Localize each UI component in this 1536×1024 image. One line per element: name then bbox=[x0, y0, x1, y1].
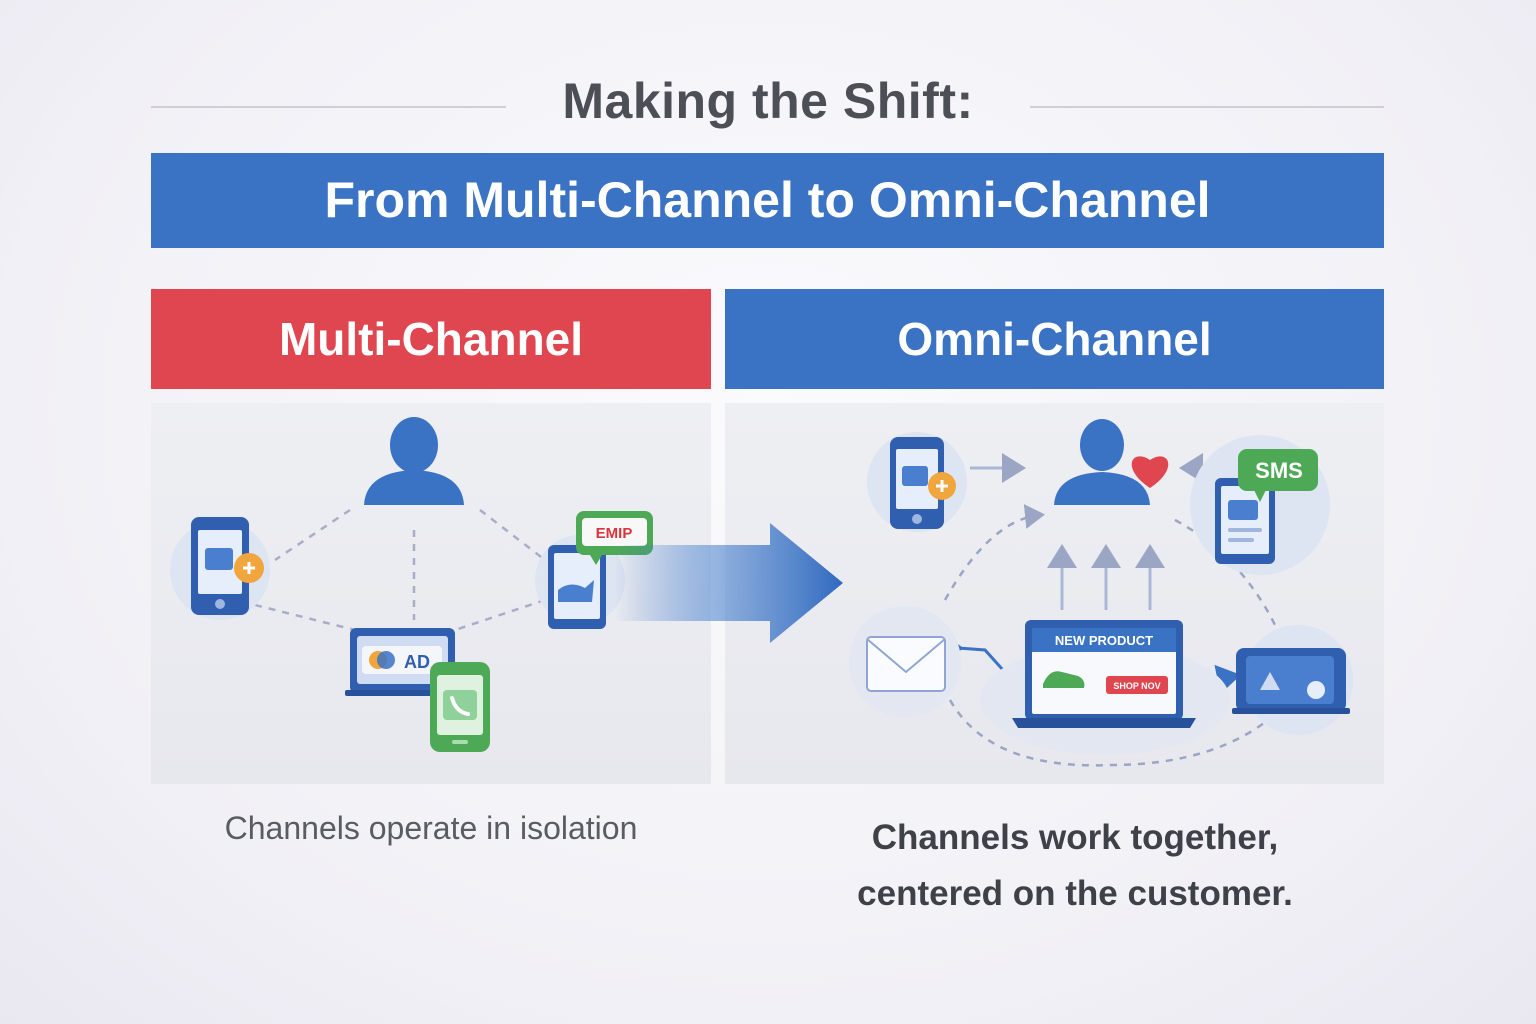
shop-now-button: SHOP NOV bbox=[1113, 681, 1160, 691]
envelope-icon bbox=[849, 606, 961, 718]
email-badge-text: EMIP bbox=[596, 525, 633, 542]
product-title-text: NEW PRODUCT bbox=[1055, 633, 1153, 648]
tablet-email-icon bbox=[535, 511, 653, 629]
omni-channel-heading: Omni-Channel bbox=[725, 289, 1384, 389]
multi-channel-caption: Channels operate in isolation bbox=[224, 810, 638, 846]
dashed-links bbox=[254, 508, 546, 632]
omni-caption-line-2: centered on the customer. bbox=[857, 874, 1293, 913]
transition-arrow-icon bbox=[615, 523, 843, 643]
title-rule-left bbox=[151, 106, 506, 108]
mobile-phone-icon bbox=[867, 432, 967, 532]
omni-channel-caption: Channels work together, centered on the … bbox=[725, 810, 1425, 922]
heart-icon bbox=[1131, 456, 1169, 488]
customer-icon bbox=[1054, 419, 1150, 505]
customer-icon bbox=[364, 417, 464, 505]
tv-screen-icon bbox=[1232, 625, 1353, 735]
omni-channel-diagram: SMS NEW PRODUCT SHOP NOV bbox=[849, 419, 1353, 767]
tablet-sms-icon bbox=[1190, 435, 1330, 575]
page-title: Making the Shift: bbox=[562, 73, 974, 129]
ad-label-text: AD bbox=[404, 652, 430, 672]
laptop-icon bbox=[980, 620, 1230, 755]
banner-heading: From Multi-Channel to Omni-Channel bbox=[151, 153, 1384, 248]
multi-channel-diagram: EMIP AD bbox=[170, 417, 653, 752]
ad-monitor-icon bbox=[345, 628, 460, 696]
phone-call-icon bbox=[430, 662, 490, 752]
title-rule-right bbox=[1030, 106, 1384, 108]
mobile-phone-icon bbox=[170, 517, 270, 620]
sms-badge-text: SMS bbox=[1255, 458, 1303, 483]
omni-caption-line-1: Channels work together, bbox=[871, 818, 1279, 857]
multi-channel-heading: Multi-Channel bbox=[151, 289, 711, 389]
